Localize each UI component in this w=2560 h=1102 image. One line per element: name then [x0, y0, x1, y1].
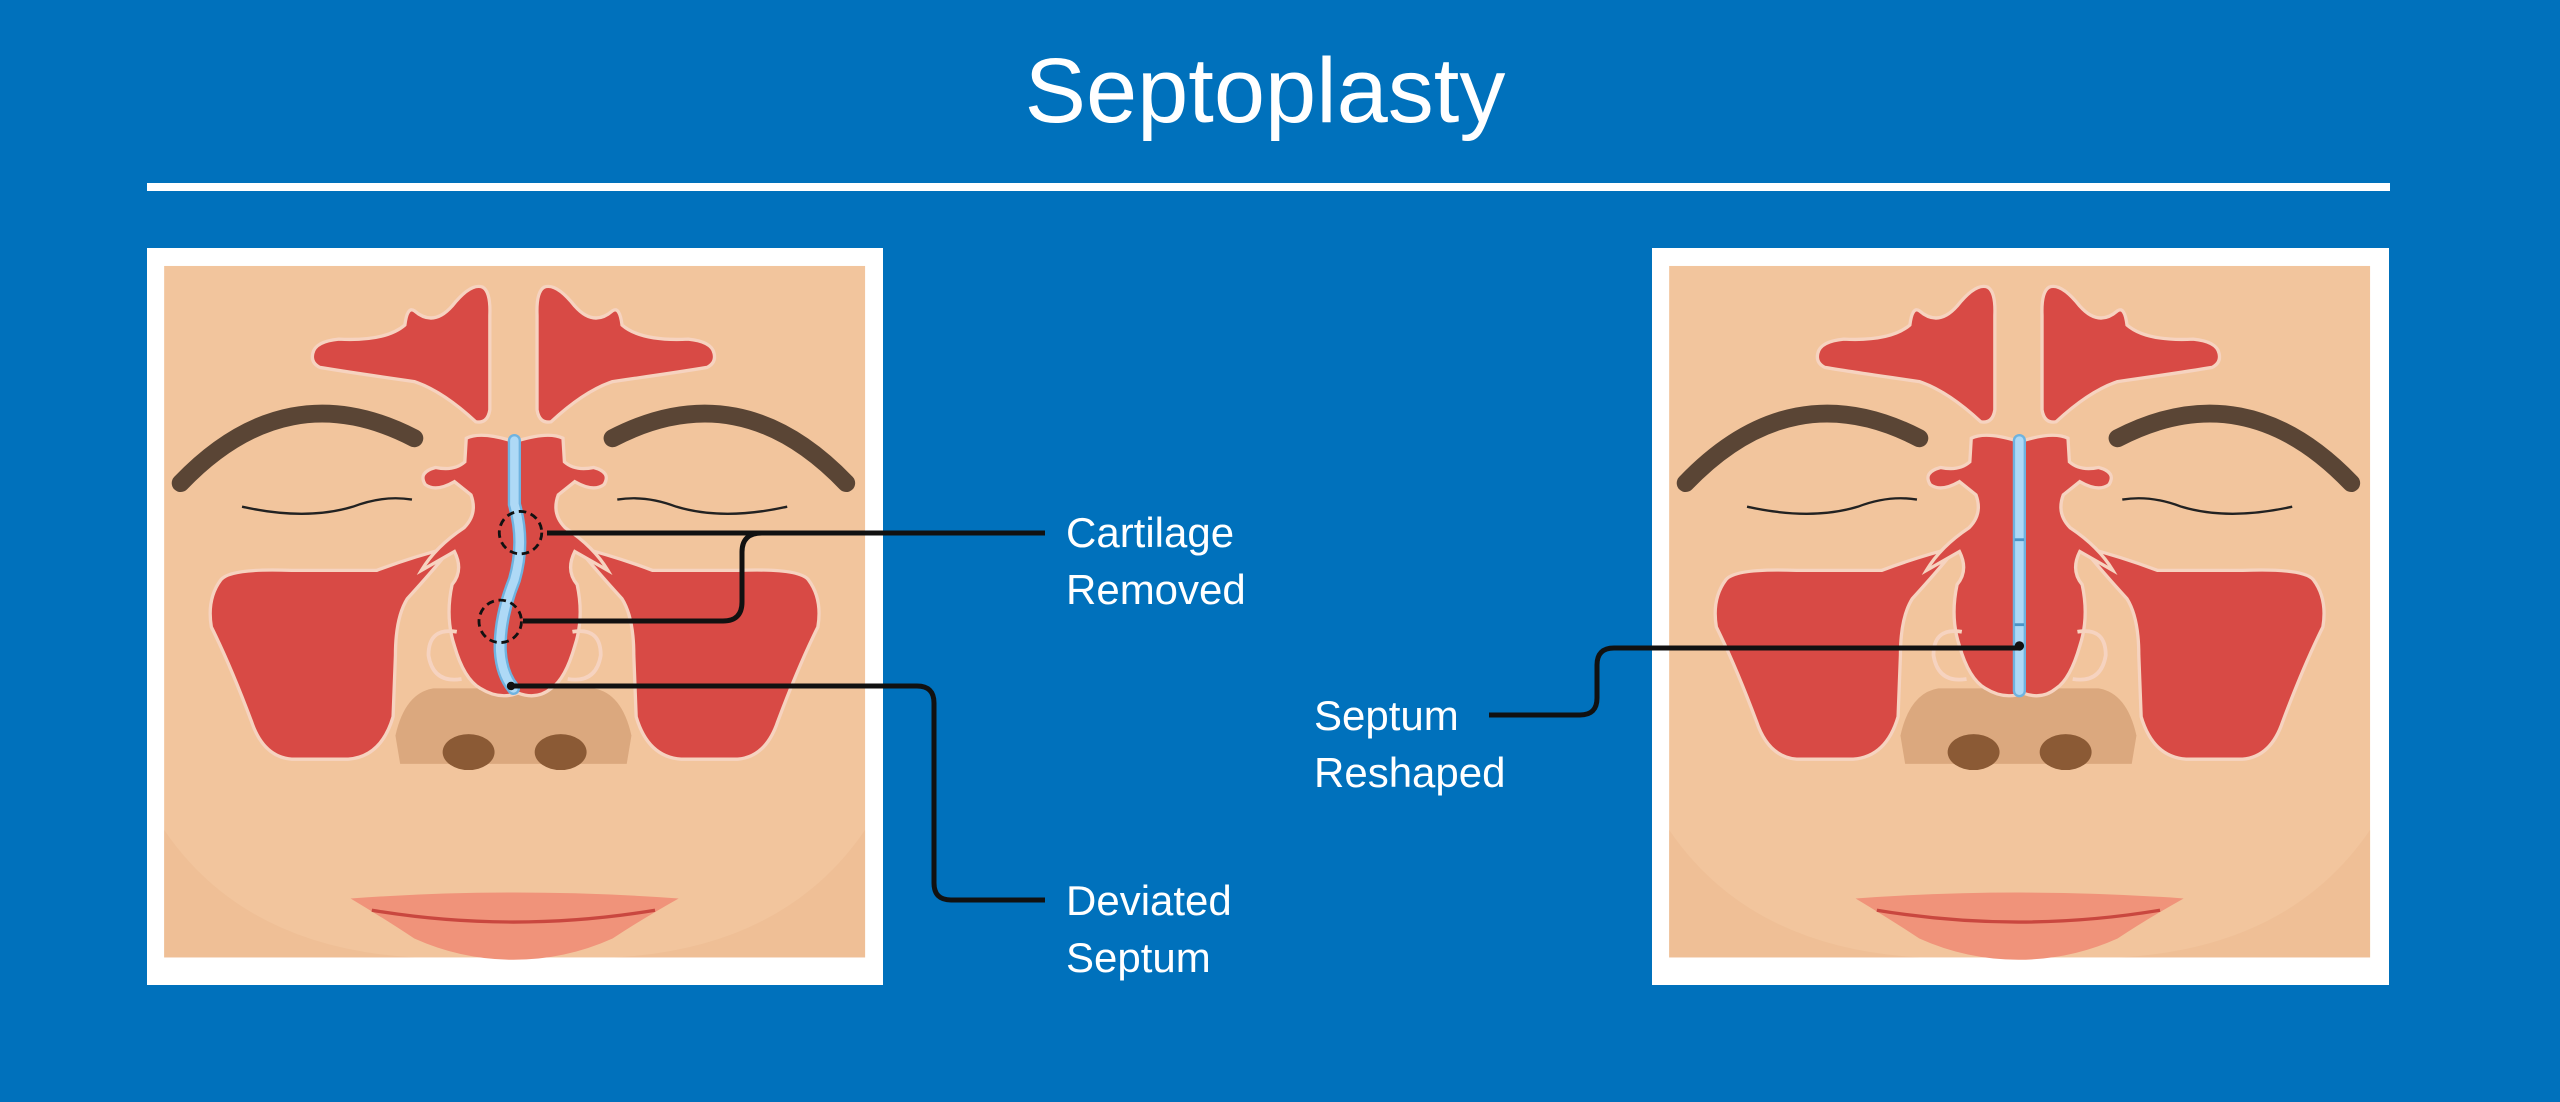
- leader-lines: [511, 530, 2019, 903]
- removed-area-marker: [497, 509, 544, 556]
- removed-area-marker: [477, 598, 523, 645]
- label-cartilage-removed-line2: Removed: [1066, 566, 1246, 613]
- label-deviated-septum-line2: Septum: [1066, 934, 1211, 981]
- face-illustration: [1669, 266, 2370, 960]
- label-septum-reshaped-line2: Reshaped: [1314, 749, 1505, 796]
- label-cartilage-removed-line1: Cartilage: [1066, 509, 1234, 556]
- before-panel: [147, 248, 883, 985]
- label-deviated-septum-line1: Deviated: [1066, 877, 1232, 924]
- page-title: Septoplasty: [1025, 40, 1506, 142]
- after-panel: [1652, 248, 2389, 985]
- title-divider: [147, 183, 2390, 191]
- face-illustration: [164, 266, 865, 960]
- label-septum-reshaped-line1: Septum: [1314, 692, 1459, 739]
